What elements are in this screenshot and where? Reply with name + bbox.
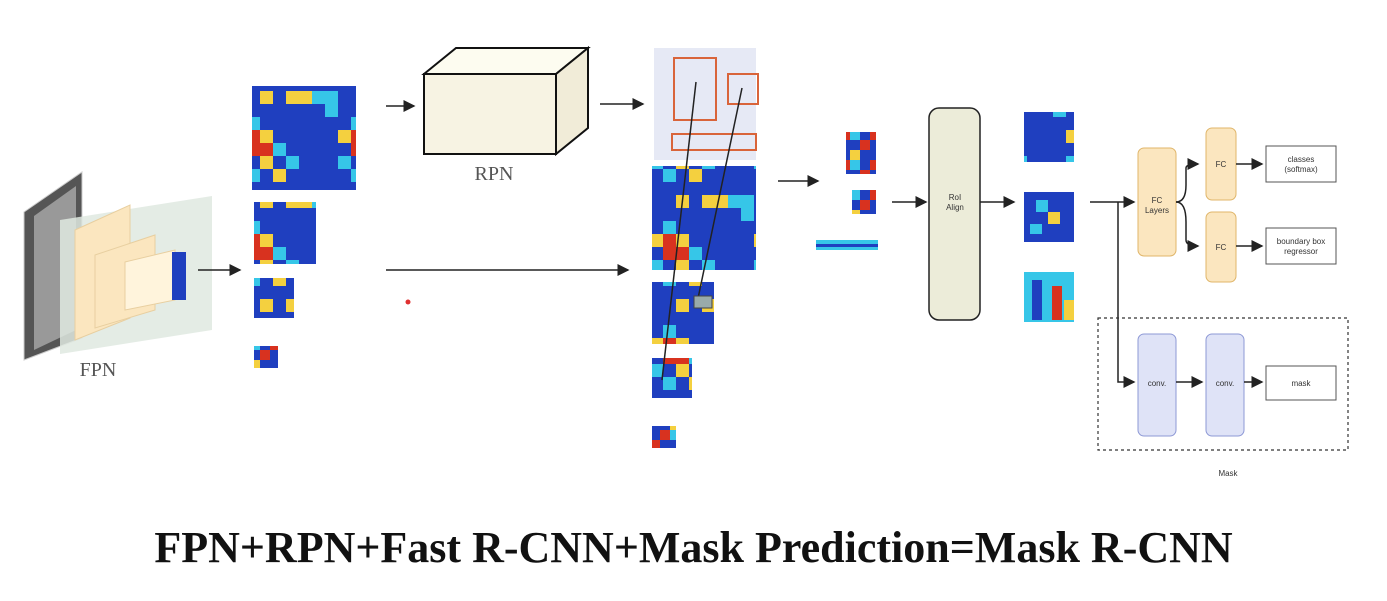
roi-align-label-line1: RoI: [949, 193, 961, 202]
roi-align-box: [928, 107, 981, 321]
region-proposals-panel: [654, 48, 759, 160]
conv1-box: [1137, 333, 1177, 437]
feature-map-p3: [254, 202, 316, 264]
roi-feature-1: [846, 132, 876, 174]
bbox-label-line1: boundary box: [1277, 237, 1325, 246]
roi-feature-2: [852, 190, 876, 214]
fc-layers-label-line2: Layers: [1145, 206, 1169, 215]
feature-map-p5: [254, 346, 278, 368]
roi-align-label-line2: Align: [946, 203, 964, 212]
roi-feature-map-p2: [652, 166, 756, 270]
bbox-output-box: [1265, 227, 1337, 265]
fc-bottom-box: [1205, 211, 1237, 283]
fc-bottom-label: FC: [1216, 243, 1227, 252]
roi-feature-map-p3: [652, 282, 714, 344]
mask-output-label: mask: [1291, 379, 1311, 388]
rpn-block: [421, 45, 591, 157]
conv2-label: conv.: [1216, 379, 1235, 388]
mask-output-box: [1265, 365, 1337, 401]
arrow-to-fc-top: [1175, 158, 1200, 203]
rpn-label: RPN: [475, 163, 514, 185]
fc-layers-label-line1: FC: [1152, 196, 1163, 205]
feature-map-p4: [254, 278, 294, 318]
feature-map-p2: [252, 86, 356, 190]
classes-output-box: [1265, 145, 1337, 183]
arrow-to-fc-bottom: [1175, 201, 1200, 252]
mask-group-label: Mask: [1218, 469, 1238, 478]
pointer-dot: [405, 299, 411, 305]
page-title: FPN+RPN+Fast R-CNN+Mask Prediction=Mask …: [154, 523, 1233, 572]
bbox-label-line2: regressor: [1284, 247, 1318, 256]
mask-branch-group: [1097, 317, 1349, 451]
fc-top-label: FC: [1216, 160, 1227, 169]
feature-pyramid: [252, 86, 356, 368]
roi-feature-map-p5: [652, 426, 676, 448]
mask-rcnn-architecture-diagram: FPN RPN: [23, 45, 1349, 478]
conv2-box: [1205, 333, 1245, 437]
roi-feature-map-p4: [652, 358, 692, 398]
fixed-size-features: [1024, 112, 1074, 322]
fixed-feature-1: [1024, 112, 1074, 162]
conv1-label: conv.: [1148, 379, 1167, 388]
classes-label-line2: (softmax): [1284, 165, 1318, 174]
roi-features: [816, 132, 878, 250]
fpn-label: FPN: [80, 359, 117, 381]
roi-feature-pyramid: [652, 81, 756, 448]
classes-label-line1: classes: [1288, 155, 1315, 164]
arrow-to-mask-branch: [1117, 202, 1136, 388]
fpn-block: [23, 171, 212, 361]
